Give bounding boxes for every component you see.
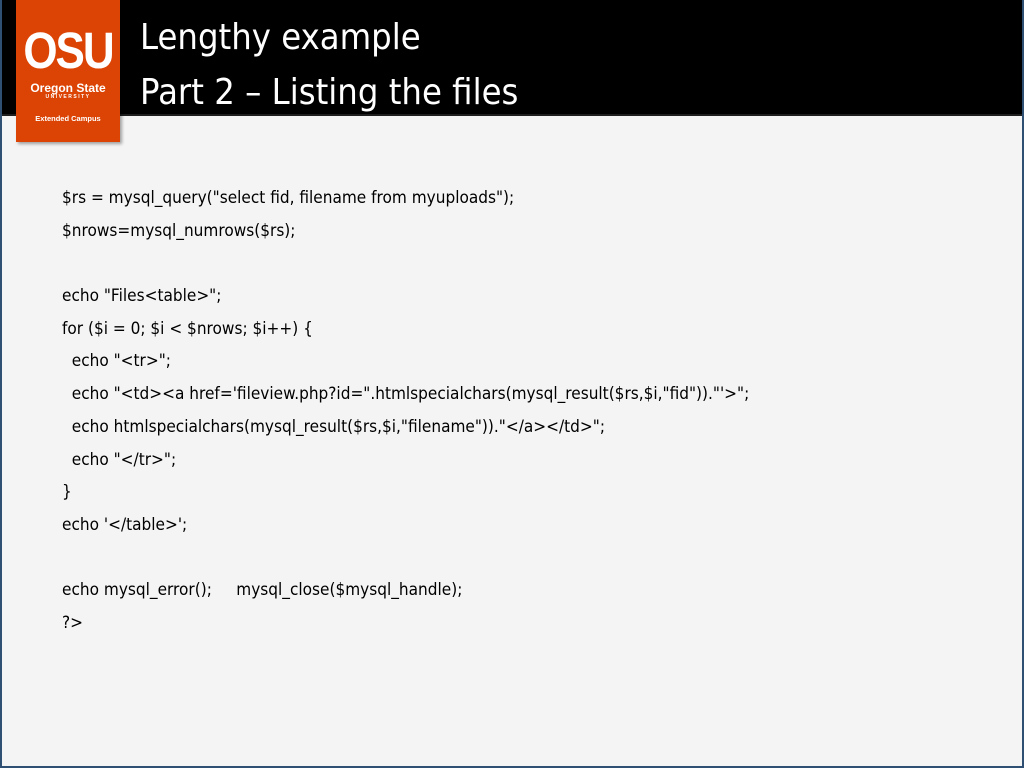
- logo-name: Oregon State: [30, 81, 106, 95]
- code-listing: $rs = mysql_query("select fid, filename …: [62, 182, 992, 640]
- code-line: [62, 247, 927, 280]
- slide-title: Lengthy example Part 2 – Listing the fil…: [140, 10, 518, 120]
- code-line: echo mysql_error(); mysql_close($mysql_h…: [62, 580, 463, 600]
- code-line: $nrows=mysql_numrows($rs);: [62, 220, 296, 240]
- title-divider: [0, 114, 1024, 116]
- code-line: echo "<td><a href='fileview.php?id=".htm…: [62, 384, 750, 404]
- logo-mark: OSU: [23, 23, 114, 80]
- code-line: [62, 542, 927, 575]
- code-line: }: [62, 482, 72, 502]
- code-line: ?>: [62, 612, 84, 632]
- slide-title-line-1: Lengthy example: [140, 17, 421, 58]
- osu-logo: OSU Oregon State UNIVERSITY Extended Cam…: [16, 0, 120, 142]
- slide-title-line-2: Part 2 – Listing the files: [140, 72, 519, 113]
- code-line: echo "<tr>";: [62, 351, 171, 371]
- title-bar: [0, 0, 1024, 114]
- code-line: $rs = mysql_query("select fid, filename …: [62, 188, 515, 207]
- logo-campus: Extended Campus: [35, 114, 101, 123]
- code-line: for ($i = 0; $i < $nrows; $i++) {: [62, 318, 313, 338]
- logo-subname: UNIVERSITY: [45, 94, 91, 100]
- code-line: echo '</table>';: [62, 514, 188, 534]
- code-line: echo htmlspecialchars(mysql_result($rs,$…: [62, 416, 606, 436]
- code-line: echo "</tr>";: [62, 449, 177, 469]
- code-line: echo "Files<table>";: [62, 286, 222, 306]
